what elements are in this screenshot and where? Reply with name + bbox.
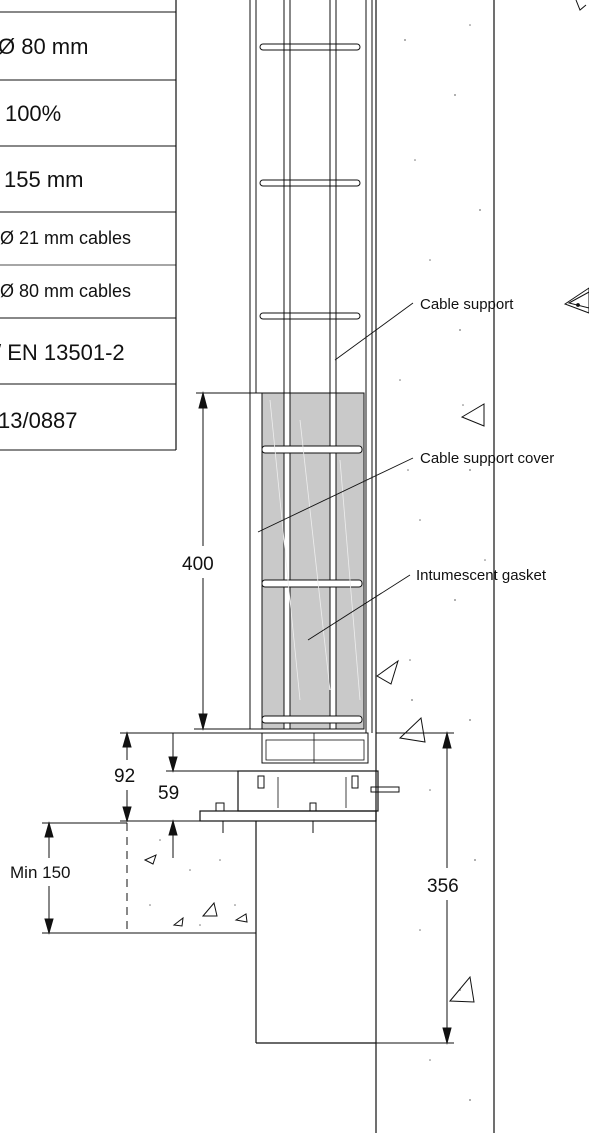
dimension-lines <box>42 391 454 1045</box>
dim-356: 356 <box>427 876 459 897</box>
spec-table: Ø 80 mm > 100% 155 mm Ø 21 mm cables Ø 8… <box>0 0 177 451</box>
dim-min-150: Min 150 <box>10 863 70 882</box>
dim-92: 92 <box>114 766 135 787</box>
spec-row-5: Ø 80 mm cables <box>0 281 131 301</box>
wall <box>375 0 587 1133</box>
base-bracket <box>199 732 400 833</box>
cable-support-cover <box>249 392 365 730</box>
callout-cable-support-cover: Cable support cover <box>420 450 554 467</box>
callout-cable-support: Cable support <box>420 296 514 313</box>
spec-row-4: Ø 21 mm cables <box>0 228 131 248</box>
leader-lines <box>257 302 414 641</box>
spec-row-6: / EN 13501-2 <box>0 340 125 365</box>
dim-59: 59 <box>158 783 179 804</box>
spec-row-1: Ø 80 mm <box>0 34 88 59</box>
dim-400: 400 <box>182 554 214 575</box>
slab-block <box>126 821 376 1044</box>
detail-symbol-icon <box>563 287 589 314</box>
spec-row-2: > 100% <box>0 101 61 126</box>
spec-row-7: 13/0887 <box>0 408 78 433</box>
spec-row-3: 155 mm <box>4 167 83 192</box>
callout-intumescent-gasket: Intumescent gasket <box>416 567 547 584</box>
